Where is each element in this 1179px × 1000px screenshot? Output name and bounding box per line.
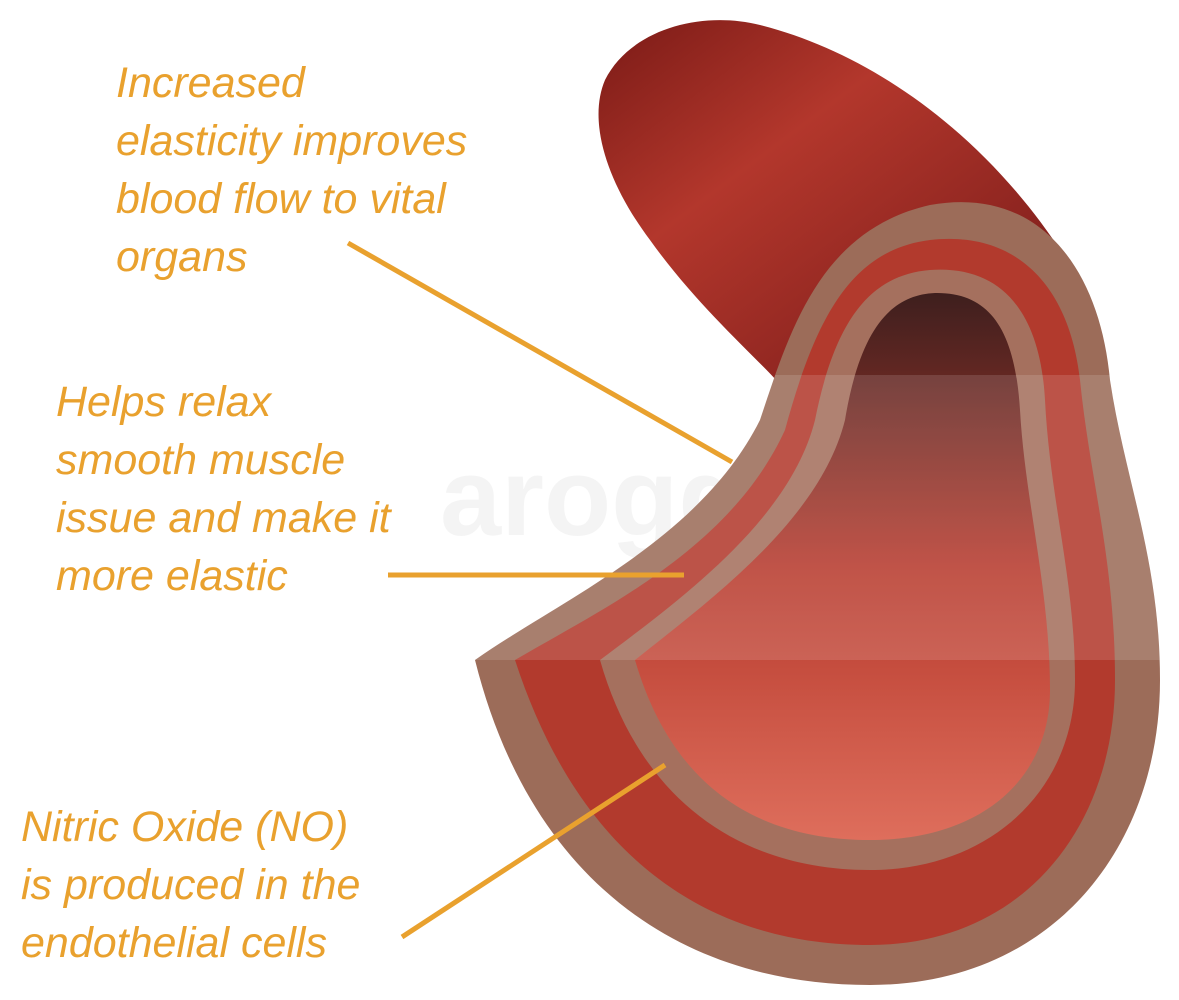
label-line: Increased [116, 59, 305, 107]
label-nitric-oxide: Nitric Oxide (NO) is produced in the end… [21, 798, 360, 972]
label-line: more elastic [56, 552, 288, 600]
label-elasticity: Increased elasticity improves blood flow… [116, 54, 467, 286]
artery-lumen [635, 292, 1050, 840]
label-smooth-muscle: Helps relax smooth muscle issue and make… [56, 373, 391, 605]
label-line: issue and make it [56, 494, 391, 542]
artery-tube-back [598, 20, 1090, 391]
label-line: Nitric Oxide (NO) [21, 803, 349, 851]
leader-line-elasticity [346, 240, 734, 465]
label-line: Helps relax [56, 378, 272, 426]
label-line: blood flow to vital [116, 175, 446, 223]
label-line: smooth muscle [56, 436, 346, 484]
label-line: organs [116, 233, 248, 281]
label-line: is produced in the [21, 861, 361, 909]
label-line: endothelial cells [21, 919, 327, 967]
leader-line-nitric-oxide [400, 762, 667, 940]
label-line: elasticity improves [116, 117, 468, 165]
